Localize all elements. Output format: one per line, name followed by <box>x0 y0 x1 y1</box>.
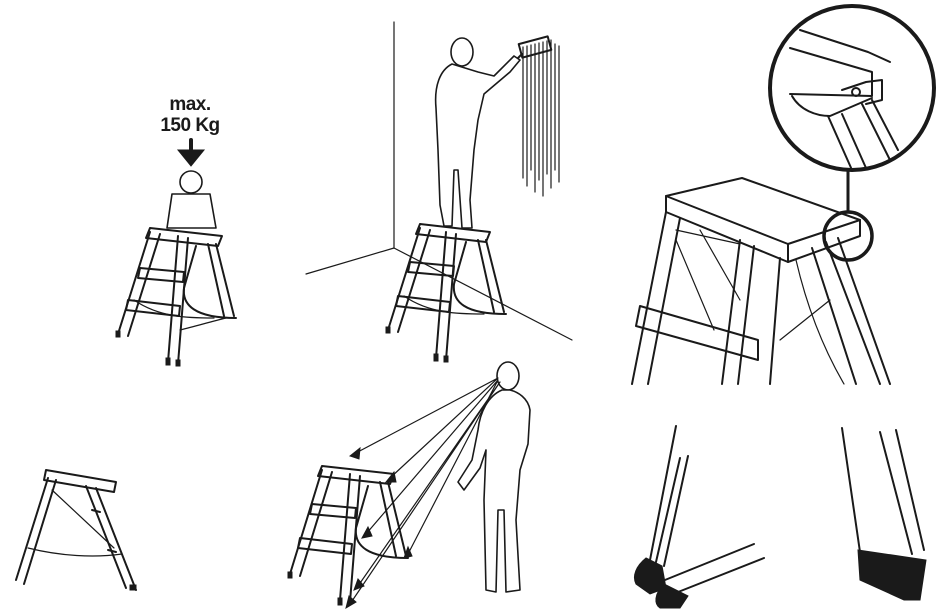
wall-use-panel <box>306 22 572 362</box>
down-arrow-icon <box>178 140 204 166</box>
magnifier-circle <box>770 6 934 170</box>
person-painting <box>436 38 520 228</box>
person-inspecting <box>458 362 530 592</box>
hinge-detail-panel <box>632 6 934 384</box>
hinge-focus-circle <box>824 212 872 260</box>
max-load-panel <box>116 140 236 366</box>
step-ladder-wall <box>386 224 506 362</box>
max-load-label: max. 150 Kg <box>140 94 240 136</box>
folded-ladder-panel <box>16 470 136 590</box>
sightline-arrows <box>346 378 500 608</box>
foot-cap-right <box>858 550 926 600</box>
foot-cap-center <box>656 584 688 608</box>
feet-detail-panel <box>634 426 926 608</box>
step-ladder-closeup <box>632 178 890 384</box>
step-ladder-loaded <box>116 228 236 366</box>
max-load-line2: 150 Kg <box>140 115 240 136</box>
step-ladder-inspected <box>288 466 408 605</box>
load-weight-figure <box>167 171 216 228</box>
inspection-panel <box>288 362 530 608</box>
max-load-line1: max. <box>140 94 240 115</box>
